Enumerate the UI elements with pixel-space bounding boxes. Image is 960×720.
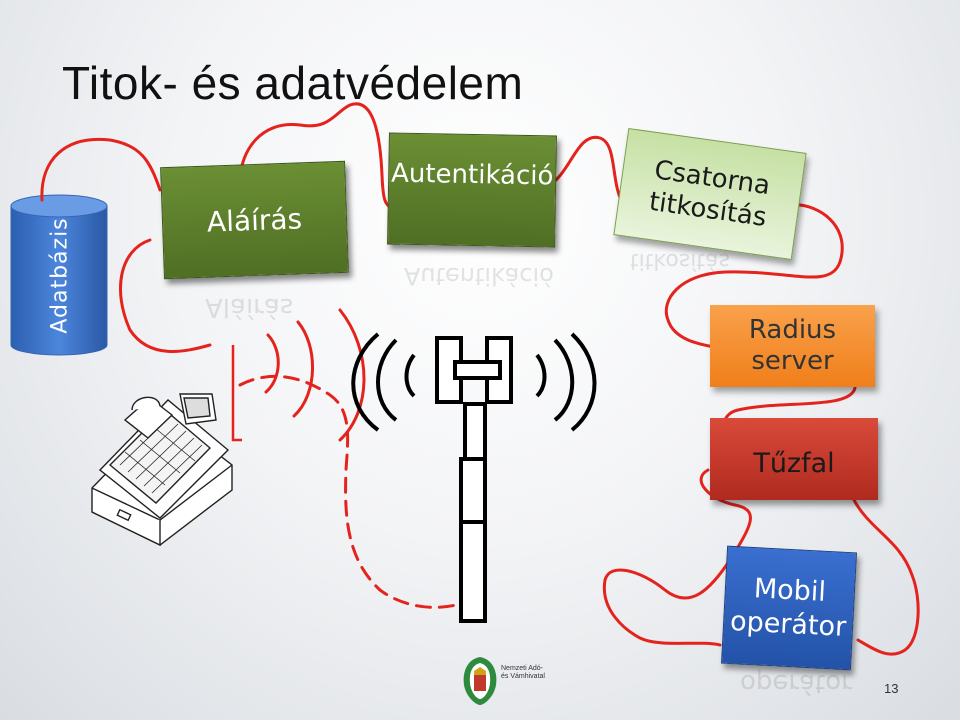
mobile-operator-card: Mobil operátor	[721, 545, 857, 671]
database-label-text: Adatbázis	[47, 216, 73, 334]
signature-card: Aláírás	[160, 160, 349, 280]
register-connector	[231, 345, 242, 442]
nav-logo-icon	[463, 657, 497, 705]
authentication-card: Autentikáció	[387, 132, 557, 248]
dashed-connector	[238, 374, 462, 609]
signal-waves-left	[264, 308, 366, 442]
logo-text: Nemzeti Adó- és Vámhivatal	[501, 665, 571, 681]
mobile-reflection: operátor	[740, 668, 852, 698]
page-title: Titok- és adatvédelem	[62, 57, 524, 109]
signature-reflection: Aláírás	[205, 292, 294, 322]
logo-line-2: és Vámhivatal	[501, 673, 545, 681]
cash-register-icon	[91, 393, 233, 547]
firewall-card: Tűzfal	[710, 418, 878, 500]
authentication-reflection: Autentikáció	[404, 262, 554, 290]
radio-tower-icon	[351, 332, 597, 623]
page-number: 13	[884, 681, 899, 696]
channel-reflection: titkosítás	[630, 248, 730, 273]
logo-line-1: Nemzeti Adó-	[501, 665, 544, 672]
connector-line	[40, 102, 920, 656]
database-icon	[10, 194, 108, 356]
database-label: Adatbázis	[14, 200, 106, 350]
radius-server-card: Radius server	[710, 305, 875, 387]
